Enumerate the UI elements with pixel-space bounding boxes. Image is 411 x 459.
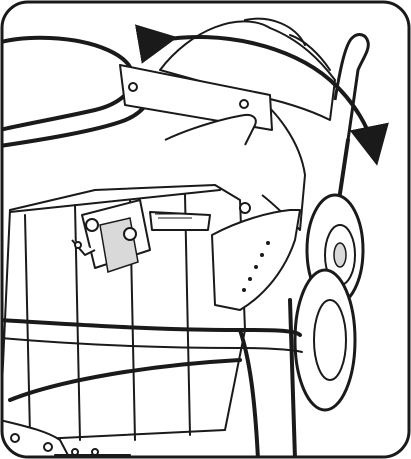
latch-assembly (71, 199, 211, 273)
strap-holes (242, 241, 270, 292)
footrest (2, 419, 131, 457)
lower-frame (2, 298, 303, 457)
side-panel (211, 202, 301, 311)
front-wheel (293, 193, 365, 412)
curved-double-arrow-icon (134, 24, 389, 166)
